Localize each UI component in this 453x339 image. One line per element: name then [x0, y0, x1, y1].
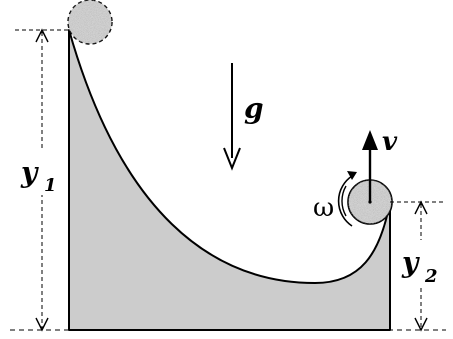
y1-dimension — [15, 28, 68, 332]
gravity-arrow — [223, 63, 241, 171]
y1-label: y — [20, 156, 39, 189]
starting-ball — [67, 0, 113, 45]
gravity-label: g — [244, 92, 264, 125]
ramp — [68, 29, 391, 331]
y2-dimension — [390, 200, 446, 332]
velocity-label: v — [382, 127, 398, 157]
velocity-arrow — [362, 130, 378, 202]
omega-label: ω — [313, 193, 334, 223]
y2-subscript: 2 — [424, 266, 438, 287]
y1-subscript: 1 — [44, 175, 57, 196]
angular-velocity-arrow — [337, 171, 357, 227]
y2-label: y — [401, 246, 420, 279]
